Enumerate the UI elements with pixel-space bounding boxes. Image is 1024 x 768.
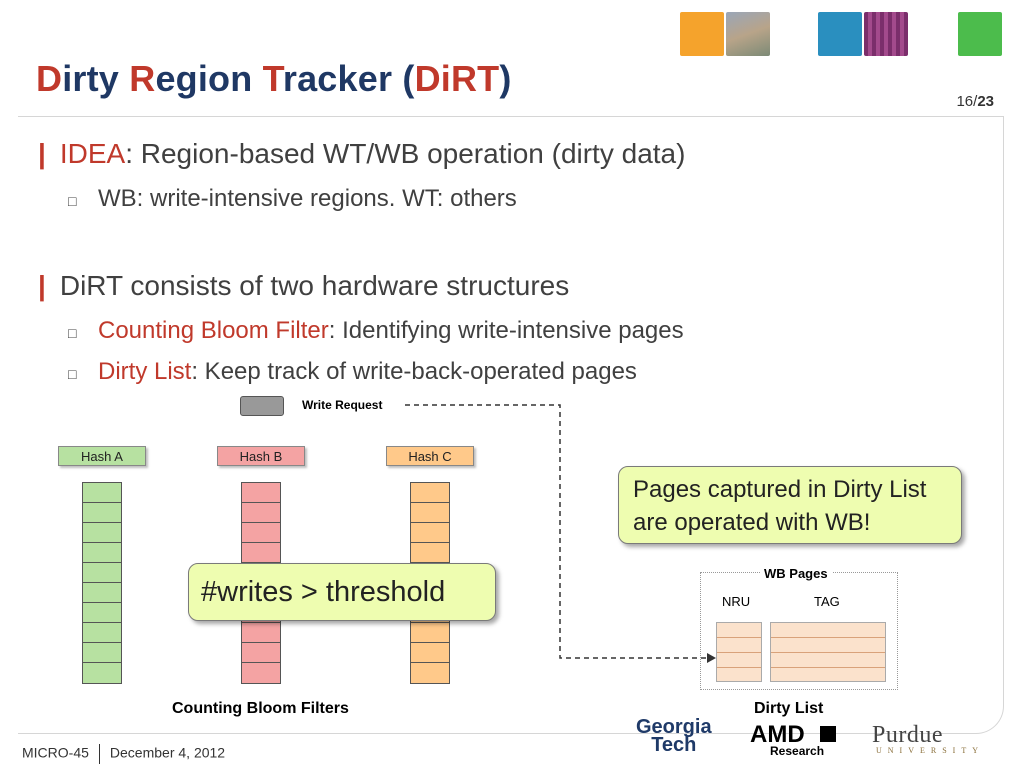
checkbox-bullet-icon: □ [68, 366, 77, 382]
purdue-university-label: UNIVERSITY [876, 746, 984, 755]
hash-a-label: Hash A [58, 446, 146, 466]
footer-conference: MICRO-45 [22, 744, 89, 761]
bullet-bar-icon: | [38, 270, 46, 301]
wb-callout: Pages captured in Dirty List are operate… [618, 466, 962, 544]
tag-column [770, 622, 886, 682]
content-frame [18, 116, 1004, 734]
nru-header: NRU [722, 594, 751, 609]
amd-arrow-icon [820, 726, 836, 742]
title-highlight: D [36, 58, 63, 99]
decor-tile-photo-chip [864, 12, 908, 56]
dirty-list-label: Dirty List [754, 700, 824, 717]
page-number: 16/23 [956, 93, 994, 110]
write-request-block [240, 396, 284, 416]
bullet-bar-icon: | [38, 138, 46, 169]
sub-bullet-dirty-list: □Dirty List: Keep track of write-back-op… [68, 358, 637, 385]
title-text: racker ( [282, 58, 415, 99]
amd-logo: AMD [750, 721, 805, 748]
wb-pages-label: WB Pages [760, 566, 832, 581]
slide-title: Dirty Region Tracker (DiRT) [36, 58, 512, 100]
title-highlight: DiRT [414, 58, 500, 99]
sub-bullet-cbf: □Counting Bloom Filter: Identifying writ… [68, 317, 684, 344]
title-text: egion [155, 58, 263, 99]
bullet-idea: |IDEA: Region-based WT/WB operation (dir… [38, 138, 686, 169]
decor-tile-blue [818, 12, 862, 56]
title-text: irty [62, 58, 130, 99]
hash-b-label: Hash B [217, 446, 305, 466]
tag-header: TAG [814, 594, 840, 609]
title-text: ) [499, 58, 512, 99]
purdue-logo: Purdue [872, 722, 943, 748]
threshold-callout: #writes > threshold [188, 563, 496, 621]
bullet-dirt: |DiRT consists of two hardware structure… [38, 270, 570, 301]
hash-c-label: Hash C [386, 446, 474, 466]
footer: MICRO-45 December 4, 2012 [22, 744, 225, 764]
title-highlight: R [129, 58, 156, 99]
counter-array-a [82, 482, 122, 684]
amd-research-label: Research [770, 744, 825, 758]
decor-tile-orange [680, 12, 724, 56]
counting-bloom-filters-label: Counting Bloom Filters [172, 700, 349, 717]
decor-tile-green [958, 12, 1002, 56]
checkbox-bullet-icon: □ [68, 325, 77, 341]
sub-bullet-wb: □WB: write-intensive regions. WT: others [68, 185, 517, 212]
checkbox-bullet-icon: □ [68, 193, 77, 209]
write-request-label: Write Request [302, 398, 383, 412]
georgia-tech-logo: Georgia Tech [636, 716, 712, 756]
footer-divider [98, 744, 100, 764]
title-highlight: T [262, 58, 283, 99]
decor-tile-photo-campus [726, 12, 770, 56]
nru-column [716, 622, 762, 682]
footer-date: December 4, 2012 [109, 744, 226, 761]
